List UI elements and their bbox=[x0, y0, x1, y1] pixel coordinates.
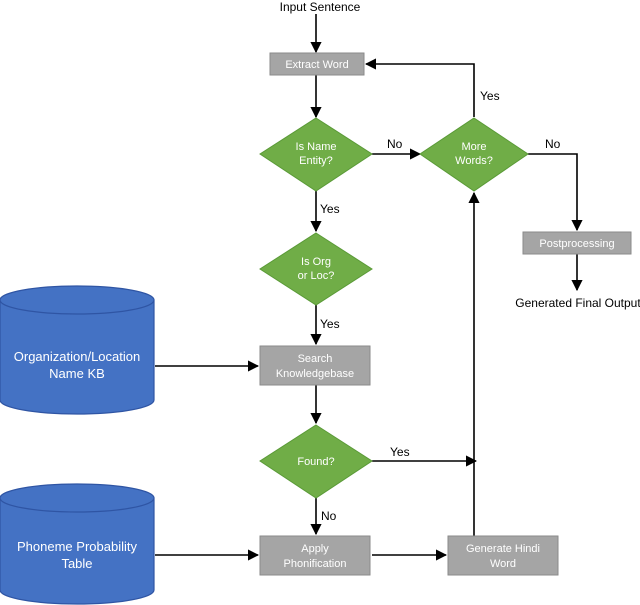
generate-hindi-box: Generate Hindi Word bbox=[447, 535, 559, 576]
is-org-loc-line1: Is Org bbox=[301, 256, 331, 268]
edges bbox=[155, 14, 583, 561]
phoneme-table-line1: Phoneme Probability bbox=[17, 539, 137, 554]
org-loc-kb-line1: Organization/Location bbox=[14, 349, 140, 364]
edge-label-org-loc-yes: Yes bbox=[320, 317, 340, 331]
edge-more-words-to-extract bbox=[364, 58, 475, 117]
phoneme-table-line2: Table bbox=[61, 556, 92, 571]
search-kb-line1: Search bbox=[298, 353, 333, 365]
postprocessing-box: Postprocessing bbox=[522, 231, 632, 255]
is-name-entity-diamond: Is Name Entity? bbox=[259, 117, 373, 192]
is-org-loc-diamond: Is Org or Loc? bbox=[259, 232, 373, 306]
edge-label-found-yes: Yes bbox=[390, 445, 410, 459]
more-words-line1: More bbox=[461, 141, 486, 153]
extract-word-box: Extract Word bbox=[269, 52, 365, 76]
phoneme-table-database: Phoneme Probability Table bbox=[0, 483, 155, 605]
search-kb-box: Search Knowledgebase bbox=[259, 345, 371, 386]
apply-phonification-line1: Apply bbox=[301, 543, 329, 555]
more-words-line2: Words? bbox=[455, 155, 493, 167]
org-loc-kb-line2: Name KB bbox=[49, 366, 105, 381]
generate-hindi-line2: Word bbox=[490, 558, 516, 570]
more-words-diamond: More Words? bbox=[419, 117, 529, 192]
edge-label-more-words-no: No bbox=[545, 137, 561, 151]
generate-hindi-line1: Generate Hindi bbox=[466, 543, 540, 555]
found-diamond: Found? bbox=[259, 424, 373, 499]
edge-more-words-to-postprocessing bbox=[528, 153, 583, 232]
edge-label-more-words-yes: Yes bbox=[480, 89, 500, 103]
extract-word-text: Extract Word bbox=[285, 59, 348, 71]
apply-phonification-box: Apply Phonification bbox=[259, 535, 371, 576]
found-text: Found? bbox=[297, 456, 334, 468]
input-label: Input Sentence bbox=[280, 0, 361, 14]
postprocessing-text: Postprocessing bbox=[539, 238, 614, 250]
apply-phonification-line2: Phonification bbox=[284, 558, 347, 570]
org-loc-kb-database: Organization/Location Name KB bbox=[0, 285, 155, 415]
is-name-entity-line1: Is Name bbox=[296, 141, 337, 153]
output-label: Generated Final Output bbox=[515, 296, 640, 310]
edge-label-found-no: No bbox=[321, 509, 337, 523]
is-name-entity-line2: Entity? bbox=[299, 155, 333, 167]
search-kb-line2: Knowledgebase bbox=[276, 368, 354, 380]
edge-label-name-entity-no: No bbox=[387, 137, 403, 151]
is-org-loc-line2: or Loc? bbox=[298, 270, 335, 282]
edge-label-name-entity-yes: Yes bbox=[320, 202, 340, 216]
